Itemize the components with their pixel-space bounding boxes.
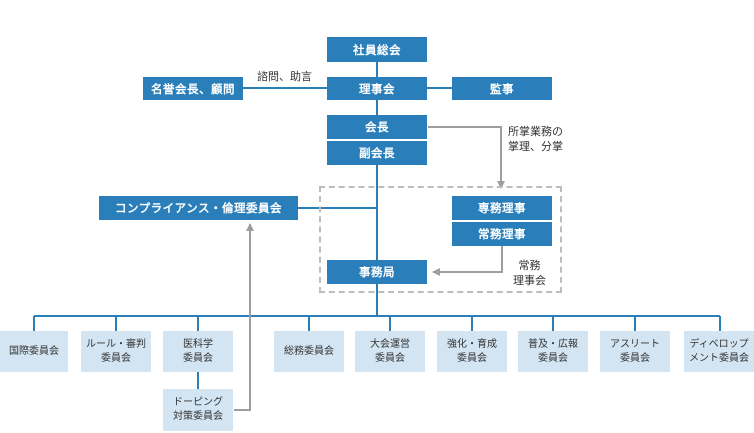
secretariat-label: 事務局 <box>359 265 395 279</box>
committee-international: 国際委員会 <box>0 331 68 372</box>
auditor-label: 監事 <box>490 81 514 96</box>
general-meeting-label: 社員総会 <box>353 42 401 57</box>
committee-line1: ルール・審判 <box>86 338 146 350</box>
senior-managing-box: 専務理事 <box>452 196 552 220</box>
compliance-box: コンプライアンス・倫理委員会 <box>99 196 298 220</box>
compliance-label: コンプライアンス・倫理委員会 <box>115 201 282 215</box>
committee-rules: ルール・審判委員会 <box>81 331 151 372</box>
board-box: 理事会 <box>327 77 427 100</box>
secretariat-box: 事務局 <box>327 260 427 284</box>
committee-promotion: 普及・広報委員会 <box>518 331 588 372</box>
committee-line2: 委員会 <box>538 352 568 364</box>
consult-note: 諮問、助言 <box>257 70 312 83</box>
executive-board-note-line1: 常務 <box>518 259 541 272</box>
doping-compliance-arrow <box>234 223 254 411</box>
committee-line1: 国際委員会 <box>9 345 59 357</box>
committee-line2: 委員会 <box>101 352 131 364</box>
auditor-box: 監事 <box>452 77 552 100</box>
executive-arrow <box>432 246 503 276</box>
committee-training: 強化・育成委員会 <box>437 331 507 372</box>
committee-athlete: アスリート委員会 <box>600 331 670 372</box>
committee-line2: 委員会 <box>620 352 650 364</box>
committee-competition: 大会運営委員会 <box>355 331 425 372</box>
executive-board-frame <box>319 186 562 293</box>
president-box: 会長 <box>327 115 427 139</box>
president-label: 会長 <box>365 120 389 134</box>
doping-line1: ドーピング <box>173 397 223 408</box>
doping-line2: 対策委員会 <box>173 411 223 422</box>
general-meeting-box: 社員総会 <box>327 37 427 62</box>
managing-box: 常務理事 <box>452 222 552 246</box>
committee-line2: 委員会 <box>457 352 487 364</box>
committee-medical: 医科学委員会 <box>163 331 233 372</box>
duties-note-line2: 掌理、分掌 <box>508 140 563 153</box>
committee-line1: 普及・広報 <box>528 338 578 350</box>
senior-managing-label: 専務理事 <box>478 201 526 215</box>
board-label: 理事会 <box>359 81 395 96</box>
vice-president-box: 副会長 <box>327 141 427 165</box>
committee-line1: ディベロップ <box>689 338 749 350</box>
committee-development: ディベロップメント委員会 <box>684 331 754 372</box>
executive-board-note-line2: 理事会 <box>513 274 546 287</box>
managing-label: 常務理事 <box>478 227 526 241</box>
committee-line1: 医科学 <box>183 338 213 350</box>
committee-line2: 委員会 <box>183 352 213 364</box>
committee-line1: 大会運営 <box>370 338 410 350</box>
committee-anti-doping: ドーピング対策委員会 <box>163 389 233 431</box>
committee-line1: アスリート <box>610 338 660 350</box>
vice-president-label: 副会長 <box>359 146 395 160</box>
honorary-box: 名誉会長、顧問 <box>143 77 243 100</box>
committee-line1: 総務委員会 <box>284 345 334 357</box>
committee-line2: 委員会 <box>375 352 405 364</box>
duties-arrow <box>428 126 505 189</box>
committee-line2: メント委員会 <box>689 352 749 364</box>
honorary-label: 名誉会長、顧問 <box>151 81 235 96</box>
duties-note: 所掌業務の 掌理、分掌 <box>508 124 563 154</box>
duties-note-line1: 所掌業務の <box>508 125 563 138</box>
committee-general-affairs: 総務委員会 <box>274 331 344 372</box>
executive-board-note: 常務 理事会 <box>513 258 546 288</box>
committee-line1: 強化・育成 <box>447 338 497 350</box>
